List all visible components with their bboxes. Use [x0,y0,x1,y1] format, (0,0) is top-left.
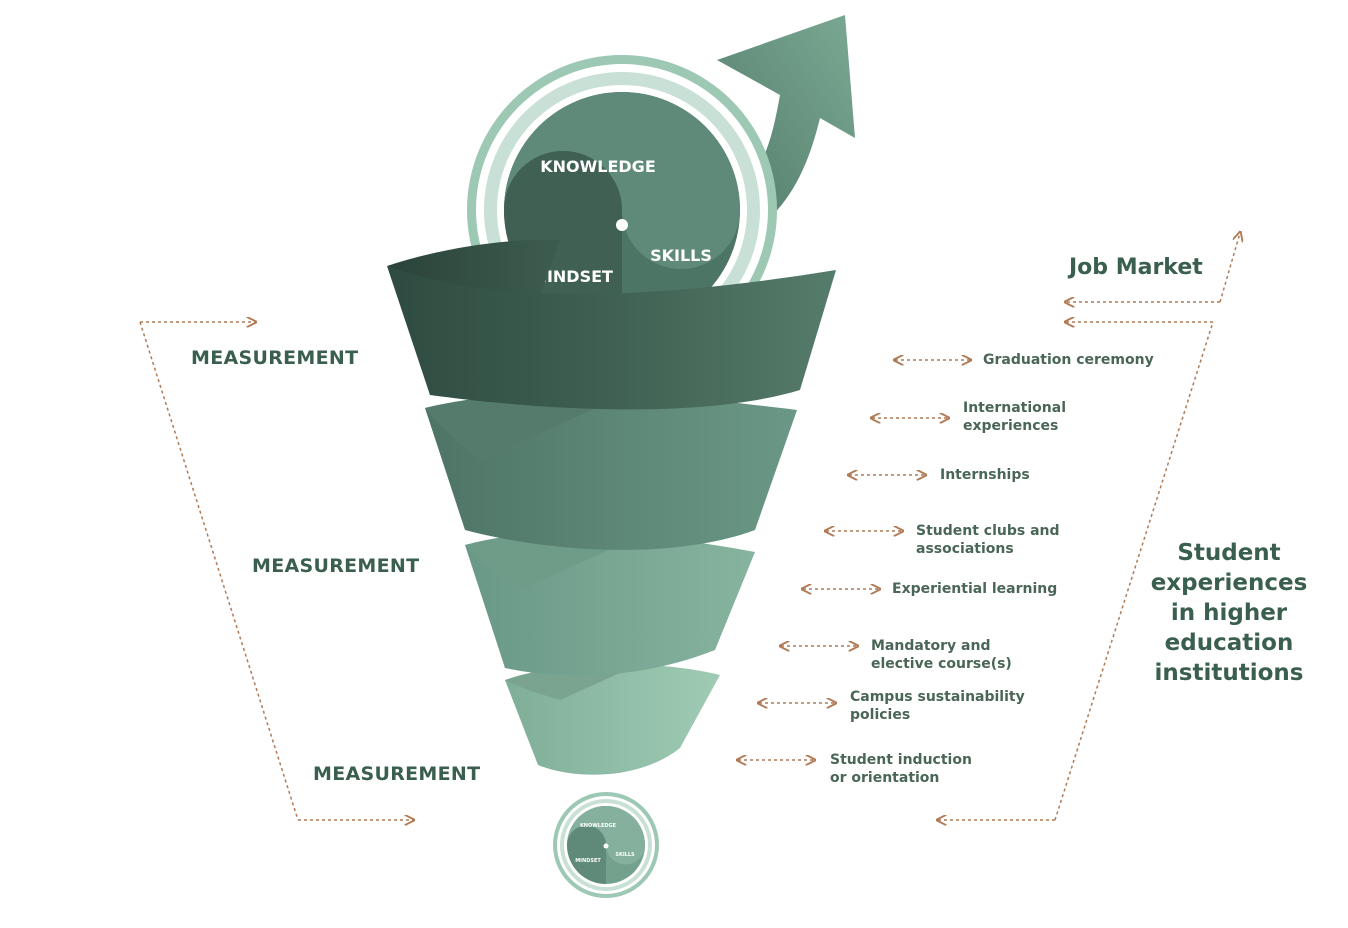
experience-graduation-ceremony: Graduation ceremony [983,352,1154,368]
measurement-bracket [139,322,413,820]
small-knowledge-label: KNOWLEDGE [580,823,617,829]
experience-sustainability-policies: Campus sustainability policies [850,689,1025,723]
funnel-band-1 [387,266,836,410]
experience-courses: Mandatory and elective course(s) [871,638,1012,672]
experience-international: International experiences [963,400,1067,434]
measurement-label-middle: MEASUREMENT [252,555,420,577]
experience-bracket [938,233,1240,820]
knowledge-circle-top: KNOWLEDGE SKILLS MINDSET [467,55,777,365]
job-market-title: Job Market [1069,255,1203,280]
small-skills-label: SKILLS [615,852,635,858]
experience-internships: Internships [940,467,1030,483]
skills-label: SKILLS [650,246,712,265]
measurement-label-bottom: MEASUREMENT [313,763,481,785]
mindset-label: MINDSET [531,267,613,286]
experience-student-clubs: Student clubs and associations [916,523,1060,557]
knowledge-circle-small: KNOWLEDGE SKILLS MINDSET [553,792,659,898]
student-experiences-title: Student experiences in higher education … [1150,540,1308,686]
experience-experiential-learning: Experiential learning [892,581,1058,597]
funnel-spiral [387,239,836,775]
growth-arrow-icon [700,15,855,250]
knowledge-label: KNOWLEDGE [540,157,656,176]
measurement-label-top: MEASUREMENT [191,347,359,369]
experience-arrows [738,360,970,760]
small-mindset-label: MINDSET [575,858,601,864]
experience-induction: Student induction or orientation [830,752,972,786]
